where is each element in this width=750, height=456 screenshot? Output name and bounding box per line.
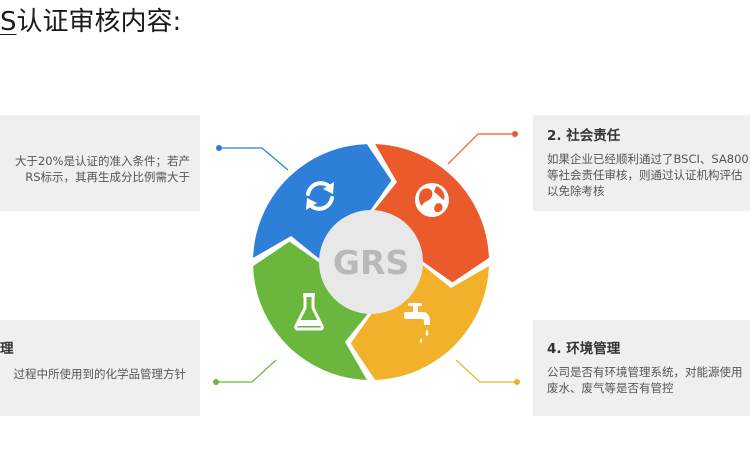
card-line: 等社会责任审核，则通过认证机构评估 — [547, 168, 743, 182]
connector-dot-green — [213, 379, 219, 385]
connector-line-green — [216, 359, 277, 383]
card-line: 公司是否有环境管理系统，对能源使用 — [547, 365, 743, 379]
card-line: 如果企业已经顺利通过了BSCI、SA800 — [547, 152, 749, 166]
card-line: 废水、废气等是否有管控 — [547, 381, 674, 395]
card-title: 2. 社会责任 — [547, 128, 621, 144]
segment-blue — [253, 144, 392, 261]
connector-line-blue — [219, 147, 289, 171]
card-line: RS标示，其再生成分比例需大于 — [25, 170, 190, 184]
card-line: 大于20%是认证的准入条件；若产 — [14, 154, 190, 168]
globe-icon — [415, 183, 449, 217]
recycle-arrows-icon — [306, 181, 334, 211]
cycle-ring — [253, 144, 489, 380]
card-environmental-management: 4. 环境管理 公司是否有环境管理系统，对能源使用 废水、废气等是否有管控 — [533, 320, 750, 416]
card-line: 以免除考核 — [547, 184, 605, 198]
page-title-text: 认证审核内容: — [16, 7, 182, 37]
card-chemical-management-body: 过程中所使用到的化学品管理方针 — [14, 366, 187, 382]
card-social-responsibility: 2. 社会责任 如果企业已经顺利通过了BSCI、SA800 等社会责任审核，则通… — [533, 115, 750, 211]
page-title: S认证审核内容: — [0, 5, 181, 39]
center-disc — [319, 210, 423, 314]
segment-yellow — [350, 263, 489, 380]
card-title: 理 — [0, 341, 14, 357]
card-recycled-content: 大于20%是认证的准入条件；若产 RS标示，其再生成分比例需大于 — [0, 115, 200, 211]
page-title-prefix: S — [0, 7, 17, 37]
segment-green — [253, 241, 370, 380]
connector-dot-red — [512, 131, 518, 137]
card-title: 4. 环境管理 — [547, 341, 621, 357]
faucet-icon — [404, 303, 430, 343]
card-chemical-management: 理 过程中所使用到的化学品管理方针 — [0, 320, 200, 416]
card-recycled-content-body: 大于20%是认证的准入条件；若产 RS标示，其再生成分比例需大于 — [15, 153, 190, 185]
card-line: 过程中所使用到的化学品管理方针 — [13, 367, 187, 381]
flask-icon — [294, 293, 324, 331]
connector-line-red — [447, 133, 515, 165]
connector-line-yellow — [455, 359, 517, 383]
center-label: GRS — [333, 243, 409, 282]
connector-dot-yellow — [514, 379, 520, 385]
connector-dot-blue — [216, 145, 222, 151]
